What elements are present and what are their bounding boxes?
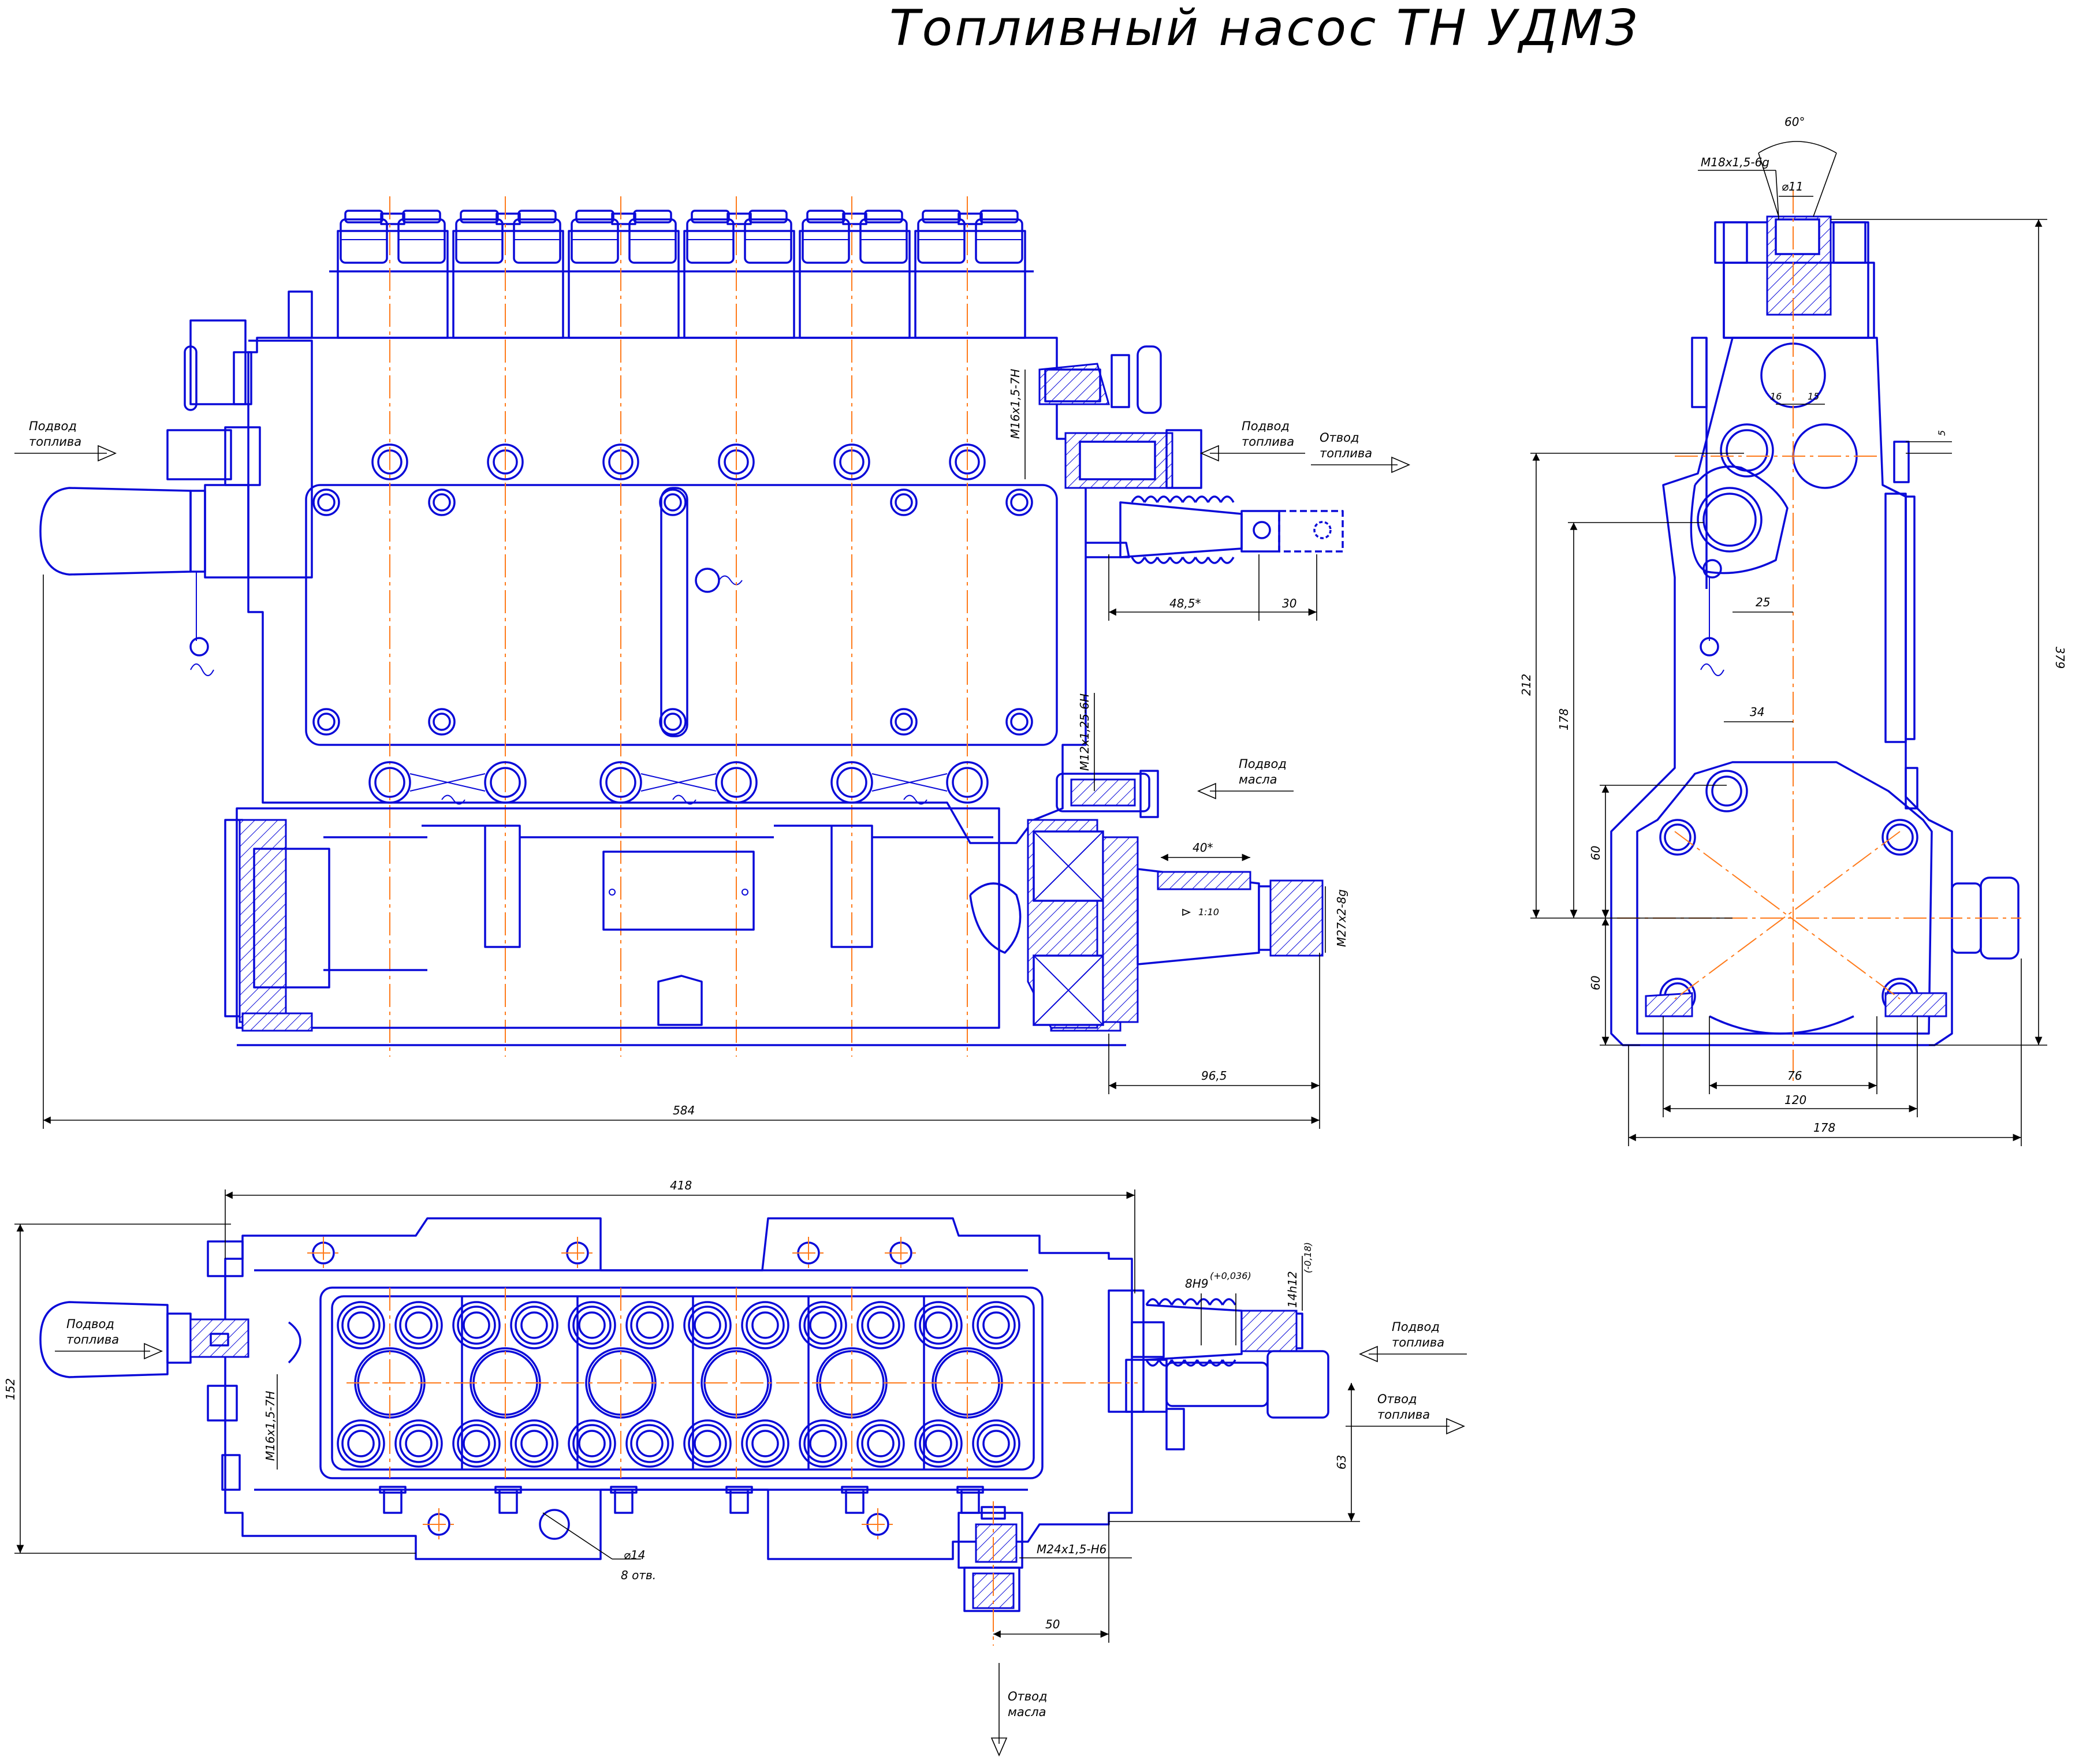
svg-text:8H9: 8H9	[1185, 1277, 1209, 1291]
plan-view: 418 152 63 50 M16x1,5-7H M24x1,5-H6 ⌀14 …	[3, 1179, 1467, 1757]
plan-dim-length: 418	[670, 1179, 692, 1192]
side-dim-60b: 60	[1589, 976, 1603, 990]
svg-text:топлива: топлива	[66, 1333, 119, 1347]
front-thread-shaft: M27x2-8g	[1335, 889, 1348, 947]
svg-text:Отвод: Отвод	[1320, 431, 1359, 445]
svg-text:Отвод: Отвод	[1377, 1392, 1417, 1406]
plan-thread-drain: M24x1,5-H6	[1037, 1542, 1106, 1556]
note-fuel-in-front: Подвод топлива	[14, 419, 117, 462]
note-fuel-out-plan: Отвод топлива	[1346, 1392, 1466, 1435]
svg-text:топлива: топлива	[29, 435, 81, 449]
plan-dim-drain: 50	[1045, 1617, 1060, 1631]
side-dim-379: 379	[2053, 647, 2067, 669]
stop-lever	[1119, 501, 1243, 558]
side-dim-25: 25	[1756, 595, 1770, 609]
lower-crankcase	[236, 807, 1000, 1029]
note-fuel-out-front: Отвод топлива	[1311, 431, 1411, 473]
plan-dim-width: 152	[3, 1378, 17, 1400]
plunger-plugs	[371, 196, 986, 1057]
tappet-holes	[368, 761, 989, 805]
side-dim-178h: 178	[1813, 1121, 1835, 1135]
plan-dim-offset: 63	[1335, 1455, 1348, 1470]
front-dim-lever-travel: 48,5*	[1169, 596, 1201, 610]
side-body	[1610, 337, 1953, 1046]
side-dim-34: 34	[1750, 705, 1764, 719]
side-dim-178v: 178	[1557, 708, 1571, 730]
svg-text:масла: масла	[1008, 1705, 1046, 1719]
side-dim-5: 5	[1936, 430, 1947, 436]
side-flange	[1636, 761, 1933, 1035]
svg-text:топлива: топлива	[1320, 446, 1372, 460]
svg-text:топлива: топлива	[1392, 1336, 1444, 1349]
side-dim-212: 212	[1519, 674, 1533, 696]
control-lever	[39, 487, 192, 576]
injector-section-row	[329, 230, 1034, 339]
plan-hole-dia: ⌀14	[624, 1548, 646, 1562]
svg-text:топлива: топлива	[1242, 435, 1294, 449]
side-dim-15: 15	[1808, 391, 1819, 402]
bellows	[1131, 495, 1235, 564]
front-view: 1:10	[14, 196, 1411, 1129]
front-dim-overall: 584	[673, 1103, 695, 1117]
svg-text:(-0,18): (-0,18)	[1302, 1242, 1313, 1273]
drawing-title: Топливный насос ТН УДМЗ	[889, 0, 1640, 57]
side-dim-76: 76	[1787, 1069, 1802, 1083]
taper-label: 1:10	[1198, 907, 1219, 918]
plan-thread-left: M16x1,5-7H	[263, 1391, 277, 1461]
side-angle: 60°	[1784, 115, 1805, 129]
plan-bellows	[1145, 1298, 1243, 1367]
front-thread-top: M16x1,5-7H	[1008, 369, 1022, 439]
plan-hole-count: 8 отв.	[621, 1568, 656, 1582]
side-dim-60a: 60	[1589, 846, 1603, 860]
upper-housing	[247, 337, 1087, 844]
spline-dimension: 8H9 (+0,036)	[1185, 1270, 1251, 1345]
side-bore: ⌀11	[1782, 180, 1804, 193]
side-dim-16: 16	[1770, 391, 1782, 402]
shaft-dimension: 14h12 (-0,18)	[1286, 1242, 1313, 1311]
cover-bolts	[312, 488, 1033, 736]
svg-text:Подвод: Подвод	[66, 1317, 114, 1331]
side-dim-120: 120	[1784, 1093, 1806, 1107]
svg-text:(+0,036): (+0,036)	[1210, 1270, 1251, 1281]
note-oil-out-plan: Отвод масла	[990, 1663, 1048, 1757]
svg-text:Подвод: Подвод	[1392, 1320, 1440, 1334]
front-thread-mid: M12x1,25-6H	[1078, 693, 1091, 771]
note-oil-in-front: Подвод масла	[1197, 757, 1294, 800]
front-dim-lever-end: 30	[1282, 596, 1296, 610]
svg-text:Подвод: Подвод	[1242, 419, 1290, 433]
name-plate	[602, 851, 755, 931]
front-dim-shaft-key: 40*	[1193, 841, 1213, 855]
side-thread-top: M18x1,5-6g	[1701, 155, 1769, 169]
front-dim-shaft-out: 96,5	[1201, 1069, 1227, 1083]
svg-text:Подвод: Подвод	[29, 419, 77, 433]
note-fuel-in-plan-right: Подвод топлива	[1358, 1320, 1467, 1363]
svg-text:14h12: 14h12	[1286, 1271, 1299, 1308]
inspection-cover	[305, 484, 1058, 746]
svg-text:Отвод: Отвод	[1008, 1690, 1048, 1703]
side-view: 60° M18x1,5-6g ⌀11 16 15 5 25 34 212 178…	[1519, 115, 2067, 1146]
svg-text:масла: масла	[1239, 773, 1277, 786]
note-fuel-in-plan: Подвод топлива	[55, 1317, 163, 1360]
note-fuel-in-right: Подвод топлива	[1199, 419, 1305, 462]
svg-text:топлива: топлива	[1377, 1408, 1430, 1422]
delivery-valve-nuts	[288, 210, 1023, 339]
svg-text:Подвод: Подвод	[1239, 757, 1287, 771]
